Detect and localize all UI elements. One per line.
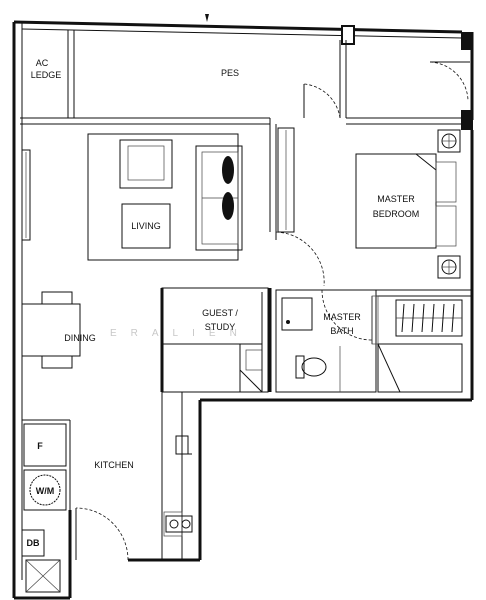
kitchen-counter bbox=[161, 391, 183, 561]
toilet-bowl bbox=[301, 357, 327, 377]
label-kitchen: KITCHEN bbox=[94, 460, 134, 470]
master-bath-room bbox=[275, 289, 377, 393]
bath-vanity bbox=[281, 297, 313, 331]
label-guest-study-1: GUEST / bbox=[202, 308, 238, 318]
label-pes: PES bbox=[221, 68, 239, 78]
label-living: LIVING bbox=[131, 221, 161, 231]
pillar-top bbox=[341, 25, 355, 45]
hob bbox=[165, 515, 193, 533]
living-rug bbox=[87, 133, 239, 261]
shower bbox=[377, 343, 463, 393]
dining-area bbox=[21, 291, 81, 369]
label-master-bath-2: BATH bbox=[330, 326, 353, 336]
coffee-table bbox=[121, 203, 171, 249]
label-dining: DINING bbox=[64, 333, 96, 343]
outer-walls bbox=[12, 20, 474, 600]
db-box bbox=[21, 529, 45, 557]
label-master-bedroom-1: MASTER bbox=[377, 194, 415, 204]
guest-study-room bbox=[161, 287, 269, 393]
label-master-bath-1: MASTER bbox=[323, 312, 361, 322]
watermark: ERALIEN bbox=[110, 328, 251, 339]
label-db: DB bbox=[27, 538, 40, 548]
sofa bbox=[195, 145, 243, 251]
label-fridge: F bbox=[37, 441, 43, 451]
entry-marker bbox=[205, 14, 209, 22]
wardrobe-strip bbox=[277, 127, 295, 233]
tv-console bbox=[21, 149, 31, 241]
toilet-cistern bbox=[295, 355, 305, 379]
washer-box bbox=[23, 469, 67, 511]
bedside-table-bottom bbox=[437, 255, 461, 279]
ventilation bbox=[25, 559, 61, 593]
column-top-right bbox=[461, 32, 473, 50]
dining-table bbox=[21, 303, 81, 357]
bedside-table-top bbox=[437, 129, 461, 153]
master-bedroom-area bbox=[269, 124, 472, 337]
master-bath-area bbox=[268, 288, 463, 393]
label-washer: W/M bbox=[36, 486, 55, 496]
guest-study-area bbox=[160, 287, 269, 393]
pes-area bbox=[20, 30, 470, 128]
fridge-box bbox=[23, 423, 67, 467]
kitchen-area bbox=[21, 391, 193, 593]
label-master-bedroom-2: BEDROOM bbox=[373, 209, 420, 219]
label-ac-ledge-2: LEDGE bbox=[31, 70, 62, 80]
living-furniture bbox=[21, 133, 243, 261]
label-guest-study-2: STUDY bbox=[205, 322, 236, 332]
armchair bbox=[119, 139, 173, 189]
label-ac-ledge-1: AC bbox=[36, 58, 49, 68]
